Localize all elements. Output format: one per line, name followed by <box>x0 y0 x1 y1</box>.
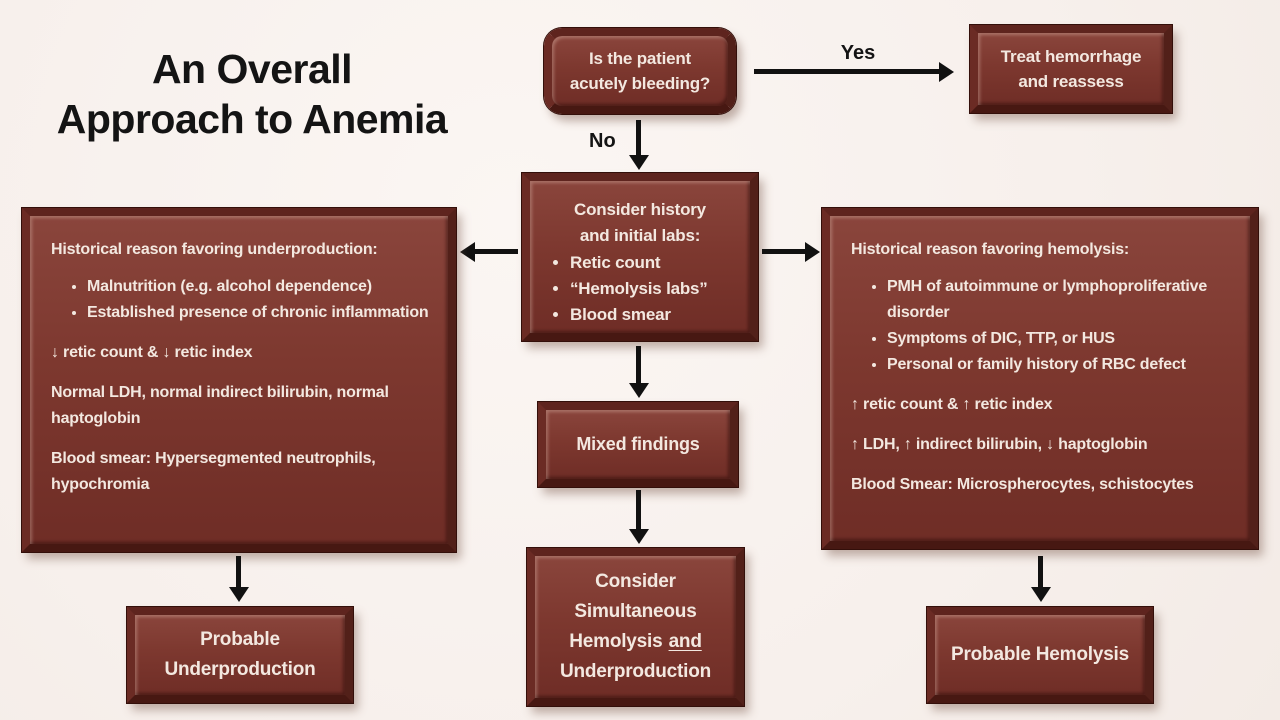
arrow-head-icon <box>939 62 954 82</box>
arrow-head-icon <box>629 529 649 544</box>
node-underproduction-findings: Historical reason favoring underproducti… <box>22 208 456 552</box>
underproduction-bullet: Malnutrition (e.g. alcohol dependence) <box>87 274 436 300</box>
arrow-no-down <box>629 120 649 170</box>
edge-label-yes: Yes <box>840 42 876 64</box>
arrow-yes-right <box>754 62 954 82</box>
simultaneous-line3-word: Hemolysis <box>569 631 663 652</box>
arrow-shaft <box>636 490 641 532</box>
arrow-head-icon <box>1031 587 1051 602</box>
simultaneous-line1: Consider <box>595 571 676 592</box>
underproduction-bullet: Established presence of chronic inflamma… <box>87 300 436 326</box>
slide-title: An Overall Approach to Anemia <box>28 44 476 144</box>
underproduction-heading: Historical reason favoring underproducti… <box>51 241 378 258</box>
workup-bullet: Retic count <box>570 250 744 276</box>
node-probable-underproduction: Probable Underproduction <box>127 607 353 703</box>
hemolysis-heading: Historical reason favoring hemolysis: <box>851 241 1130 258</box>
hemolysis-bullet-list: PMH of autoimmune or lymphoproliferative… <box>851 274 1238 378</box>
arrow-to-probable-underproduction <box>229 556 249 602</box>
simultaneous-line4: Underproduction <box>559 661 712 682</box>
arrow-head-icon <box>629 383 649 398</box>
workup-bullet: Blood smear <box>570 302 744 328</box>
underproduction-labs-line: Normal LDH, normal indirect bilirubin, n… <box>51 384 389 427</box>
hemolysis-bullet: Symptoms of DIC, TTP, or HUS <box>887 326 1238 352</box>
node-question-acutely-bleeding: Is the patient acutely bleeding? <box>544 28 736 114</box>
arrow-shaft <box>636 346 641 386</box>
arrow-to-probable-hemolysis <box>1031 556 1051 602</box>
workup-heading-line2: and initial labs: <box>579 226 701 245</box>
node-probable-hemolysis: Probable Hemolysis <box>927 607 1153 703</box>
arrow-shaft <box>762 249 808 254</box>
hemolysis-labs-line: ↑ LDH, ↑ indirect bilirubin, ↓ haptoglob… <box>851 436 1148 453</box>
node-mixed-findings: Mixed findings <box>538 402 738 487</box>
arrow-head-icon <box>460 242 475 262</box>
workup-bullet-list: Retic count “Hemolysis labs” Blood smear <box>536 250 744 328</box>
node-hemolysis-findings: Historical reason favoring hemolysis: PM… <box>822 208 1258 549</box>
arrow-head-icon <box>229 587 249 602</box>
simultaneous-and-underlined: and <box>668 631 702 652</box>
slide-title-line2: Approach to Anemia <box>56 96 448 142</box>
workup-heading-line1: Consider history <box>574 200 706 219</box>
arrow-to-hemolysis <box>762 242 820 262</box>
arrow-to-mixed-findings <box>629 346 649 398</box>
edge-label-no: No <box>589 130 616 152</box>
arrow-head-icon <box>805 242 820 262</box>
node-question-text: Is the patient acutely bleeding? <box>569 49 711 93</box>
node-initial-workup: Consider history and initial labs: Retic… <box>522 173 758 341</box>
hemolysis-smear-line: Blood Smear: Microspherocytes, schistocy… <box>851 476 1194 493</box>
hemolysis-retic-line: ↑ retic count & ↑ retic index <box>851 396 1053 413</box>
underproduction-retic-line: ↓ retic count & ↓ retic index <box>51 344 253 361</box>
arrow-shaft <box>636 120 641 158</box>
arrow-head-icon <box>629 155 649 170</box>
mixed-findings-text: Mixed findings <box>576 434 700 454</box>
node-treat-text: Treat hemorrhage and reassess <box>1000 47 1142 91</box>
underproduction-smear-line: Blood smear: Hypersegmented neutrophils,… <box>51 450 376 493</box>
underproduction-bullet-list: Malnutrition (e.g. alcohol dependence) E… <box>51 274 436 326</box>
node-treat-hemorrhage: Treat hemorrhage and reassess <box>970 25 1172 113</box>
arrow-shaft <box>754 69 942 74</box>
arrow-shaft <box>472 249 518 254</box>
probable-underproduction-text: Probable Underproduction <box>164 629 316 680</box>
hemolysis-bullet: PMH of autoimmune or lymphoproliferative… <box>887 274 1238 326</box>
arrow-to-underproduction <box>460 242 518 262</box>
probable-hemolysis-text: Probable Hemolysis <box>950 644 1130 665</box>
arrow-shaft <box>236 556 241 590</box>
arrow-to-simultaneous <box>629 490 649 544</box>
slide-title-line1: An Overall <box>151 46 353 92</box>
simultaneous-line2: Simultaneous <box>574 601 697 622</box>
arrow-shaft <box>1038 556 1043 590</box>
hemolysis-bullet: Personal or family history of RBC defect <box>887 352 1238 378</box>
workup-bullet: “Hemolysis labs” <box>570 276 744 302</box>
